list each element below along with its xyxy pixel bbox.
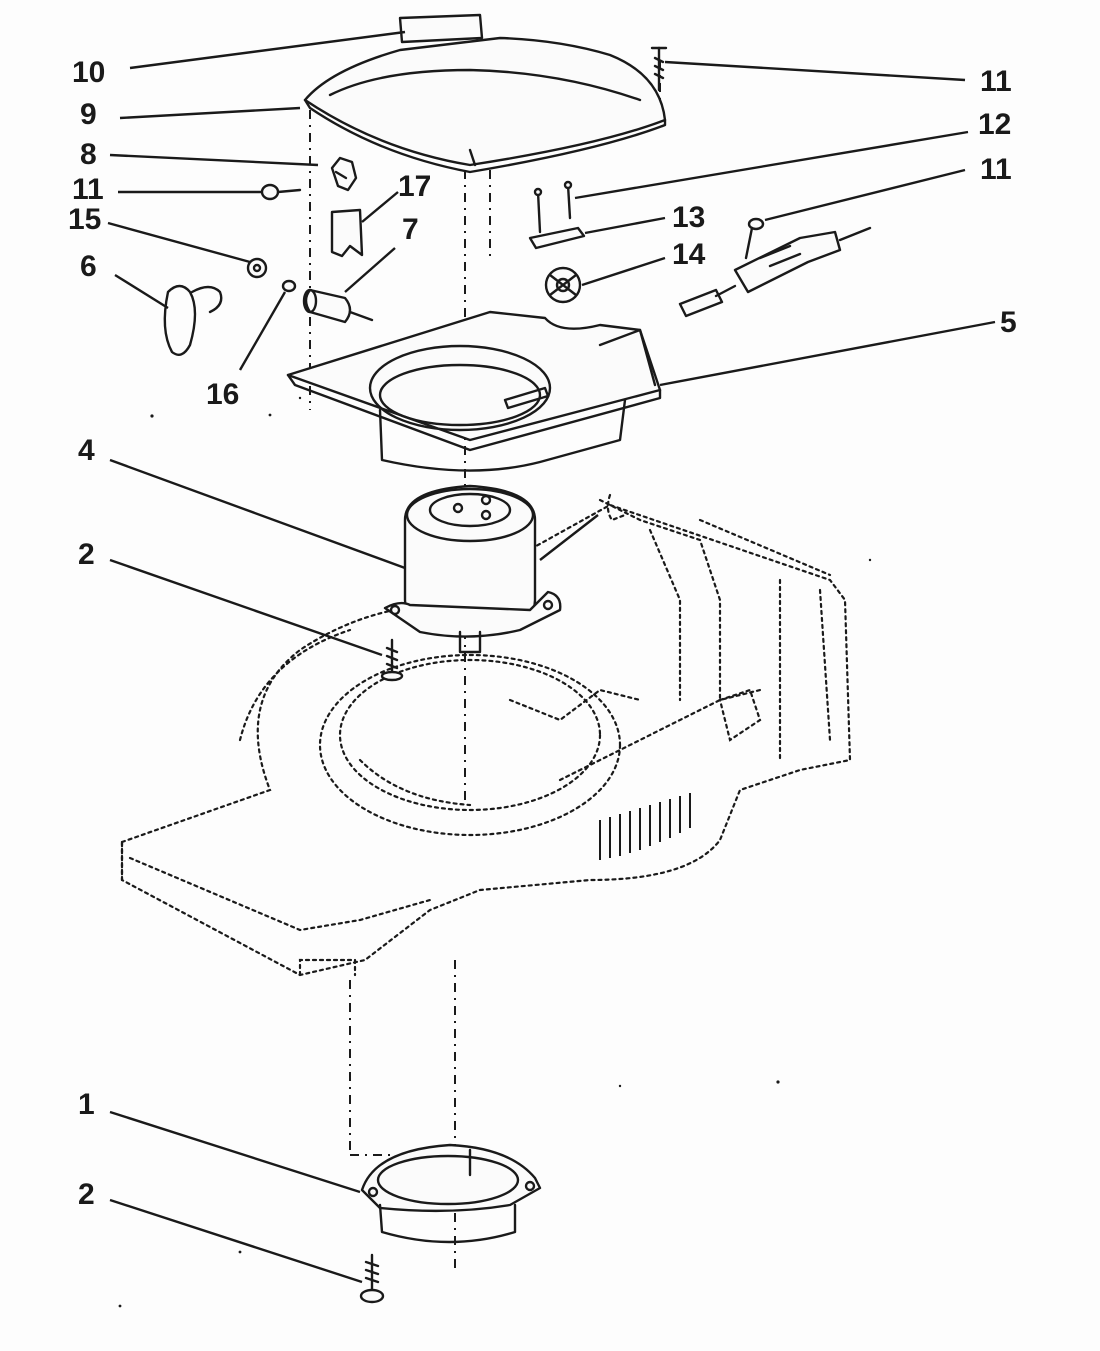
- callout-9: 9: [80, 98, 97, 131]
- part-9-top-cover: [303, 36, 667, 174]
- callout-7: 7: [402, 213, 419, 246]
- part-14-bushing: [544, 266, 582, 304]
- callout-1: 1: [78, 1088, 95, 1121]
- part-13-clamp: [528, 226, 586, 250]
- callout-11-left: 11: [72, 173, 104, 206]
- callout-15: 15: [68, 203, 102, 236]
- callout-17: 17: [398, 170, 432, 203]
- assembly-axis-lines: [309, 60, 661, 1270]
- part-8-clip: [330, 156, 358, 192]
- deck-housing: [120, 493, 852, 977]
- callout-2-lower: 2: [78, 1178, 95, 1211]
- deck-vent-grille: [599, 793, 691, 860]
- part-4-motor: [383, 484, 562, 654]
- part-5-motor-tray: [286, 310, 662, 472]
- part-11-screw-top-right: [650, 46, 668, 92]
- callout-4: 4: [78, 434, 95, 467]
- power-cord-plug: [678, 226, 872, 318]
- part-11-screw-left: [260, 183, 302, 201]
- callout-12: 12: [978, 108, 1012, 141]
- part-15-nut: [246, 257, 268, 279]
- part-2-screw-lower: [359, 1253, 385, 1304]
- callout-13: 13: [672, 201, 706, 234]
- callout-2-upper: 2: [78, 538, 95, 571]
- part-2-screw-upper: [380, 638, 404, 682]
- callout-5: 5: [1000, 306, 1017, 339]
- callout-16: 16: [206, 378, 240, 411]
- callout-8: 8: [80, 138, 97, 171]
- part-10-label-plate: [398, 13, 484, 44]
- part-16-washer: [281, 279, 297, 293]
- part-1-bottom-collar: [360, 1143, 542, 1244]
- part-7-capacitor: [302, 288, 374, 324]
- part-12-screws: [533, 180, 573, 234]
- part-17-switch-bracket: [330, 208, 364, 258]
- callout-6: 6: [80, 250, 97, 283]
- part-11-screw-right: [744, 217, 765, 260]
- callout-11-right: 11: [980, 153, 1012, 186]
- part-6-loop: [163, 284, 223, 356]
- scan-speckle: [118, 396, 872, 1308]
- callout-10: 10: [72, 56, 106, 89]
- leader-lines: [107, 30, 996, 1284]
- deck-handle-bracket: [606, 493, 762, 742]
- callout-11-top: 11: [980, 65, 1012, 98]
- callout-14: 14: [672, 238, 706, 271]
